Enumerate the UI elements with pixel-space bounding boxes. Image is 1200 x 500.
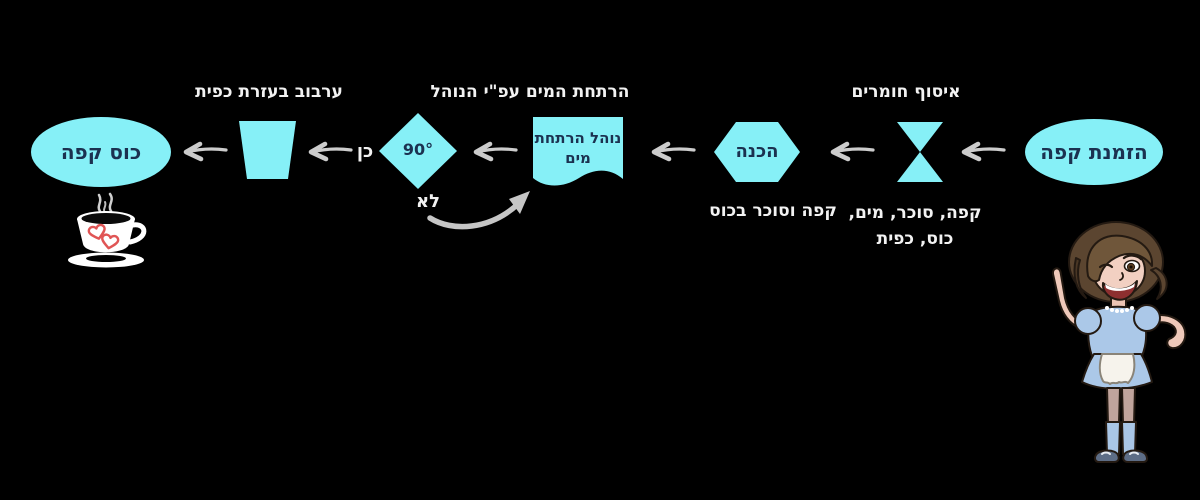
node-start-label: הזמנת קפה (1040, 140, 1148, 164)
node-prepare-hexagon[interactable] (714, 122, 800, 182)
collect-note-line1: קפה, סוכר, מים, (848, 203, 982, 223)
prepare-note: קפה וסוכר בכוס (709, 201, 837, 221)
node-collect-hourglass[interactable] (897, 122, 943, 182)
boil-doc-line1: נוהל הרתחת (534, 129, 622, 147)
node-decision-label: 90° (402, 140, 434, 159)
flow-arrow-icon (183, 141, 228, 162)
coffee-cup-with-hearts-icon (68, 192, 147, 268)
node-decision-diamond[interactable] (379, 113, 457, 189)
node-mix-trapezoid[interactable] (239, 121, 296, 179)
flow-arrow-icon (473, 141, 518, 162)
decision-no-label: לא (416, 191, 440, 212)
mix-title: ערבוב בעזרת כפית (195, 82, 343, 102)
node-end-ellipse[interactable]: כוס קפה (31, 117, 171, 187)
flow-arrow-icon (651, 141, 696, 162)
boil-doc-line2: מים (565, 149, 591, 167)
boil-title: הרתחת המים עפ"י הנוהל (430, 82, 630, 102)
collect-title: איסוף חומרים (851, 82, 961, 102)
node-start-ellipse[interactable]: הזמנת קפה (1025, 119, 1163, 185)
flow-arrow-icon (961, 141, 1006, 162)
curved-return-arrow-icon (427, 191, 530, 230)
node-prepare-label: הכנה (735, 141, 779, 162)
collect-note-line2: כוס, כפית (876, 229, 954, 249)
decision-yes-label: כן (356, 141, 374, 162)
flow-arrow-icon (308, 141, 353, 162)
flow-arrow-icon (830, 141, 875, 162)
node-end-label: כוס קפה (60, 140, 142, 164)
node-boil-document[interactable] (533, 117, 623, 189)
cartoon-waitress-pointing (1051, 221, 1187, 463)
